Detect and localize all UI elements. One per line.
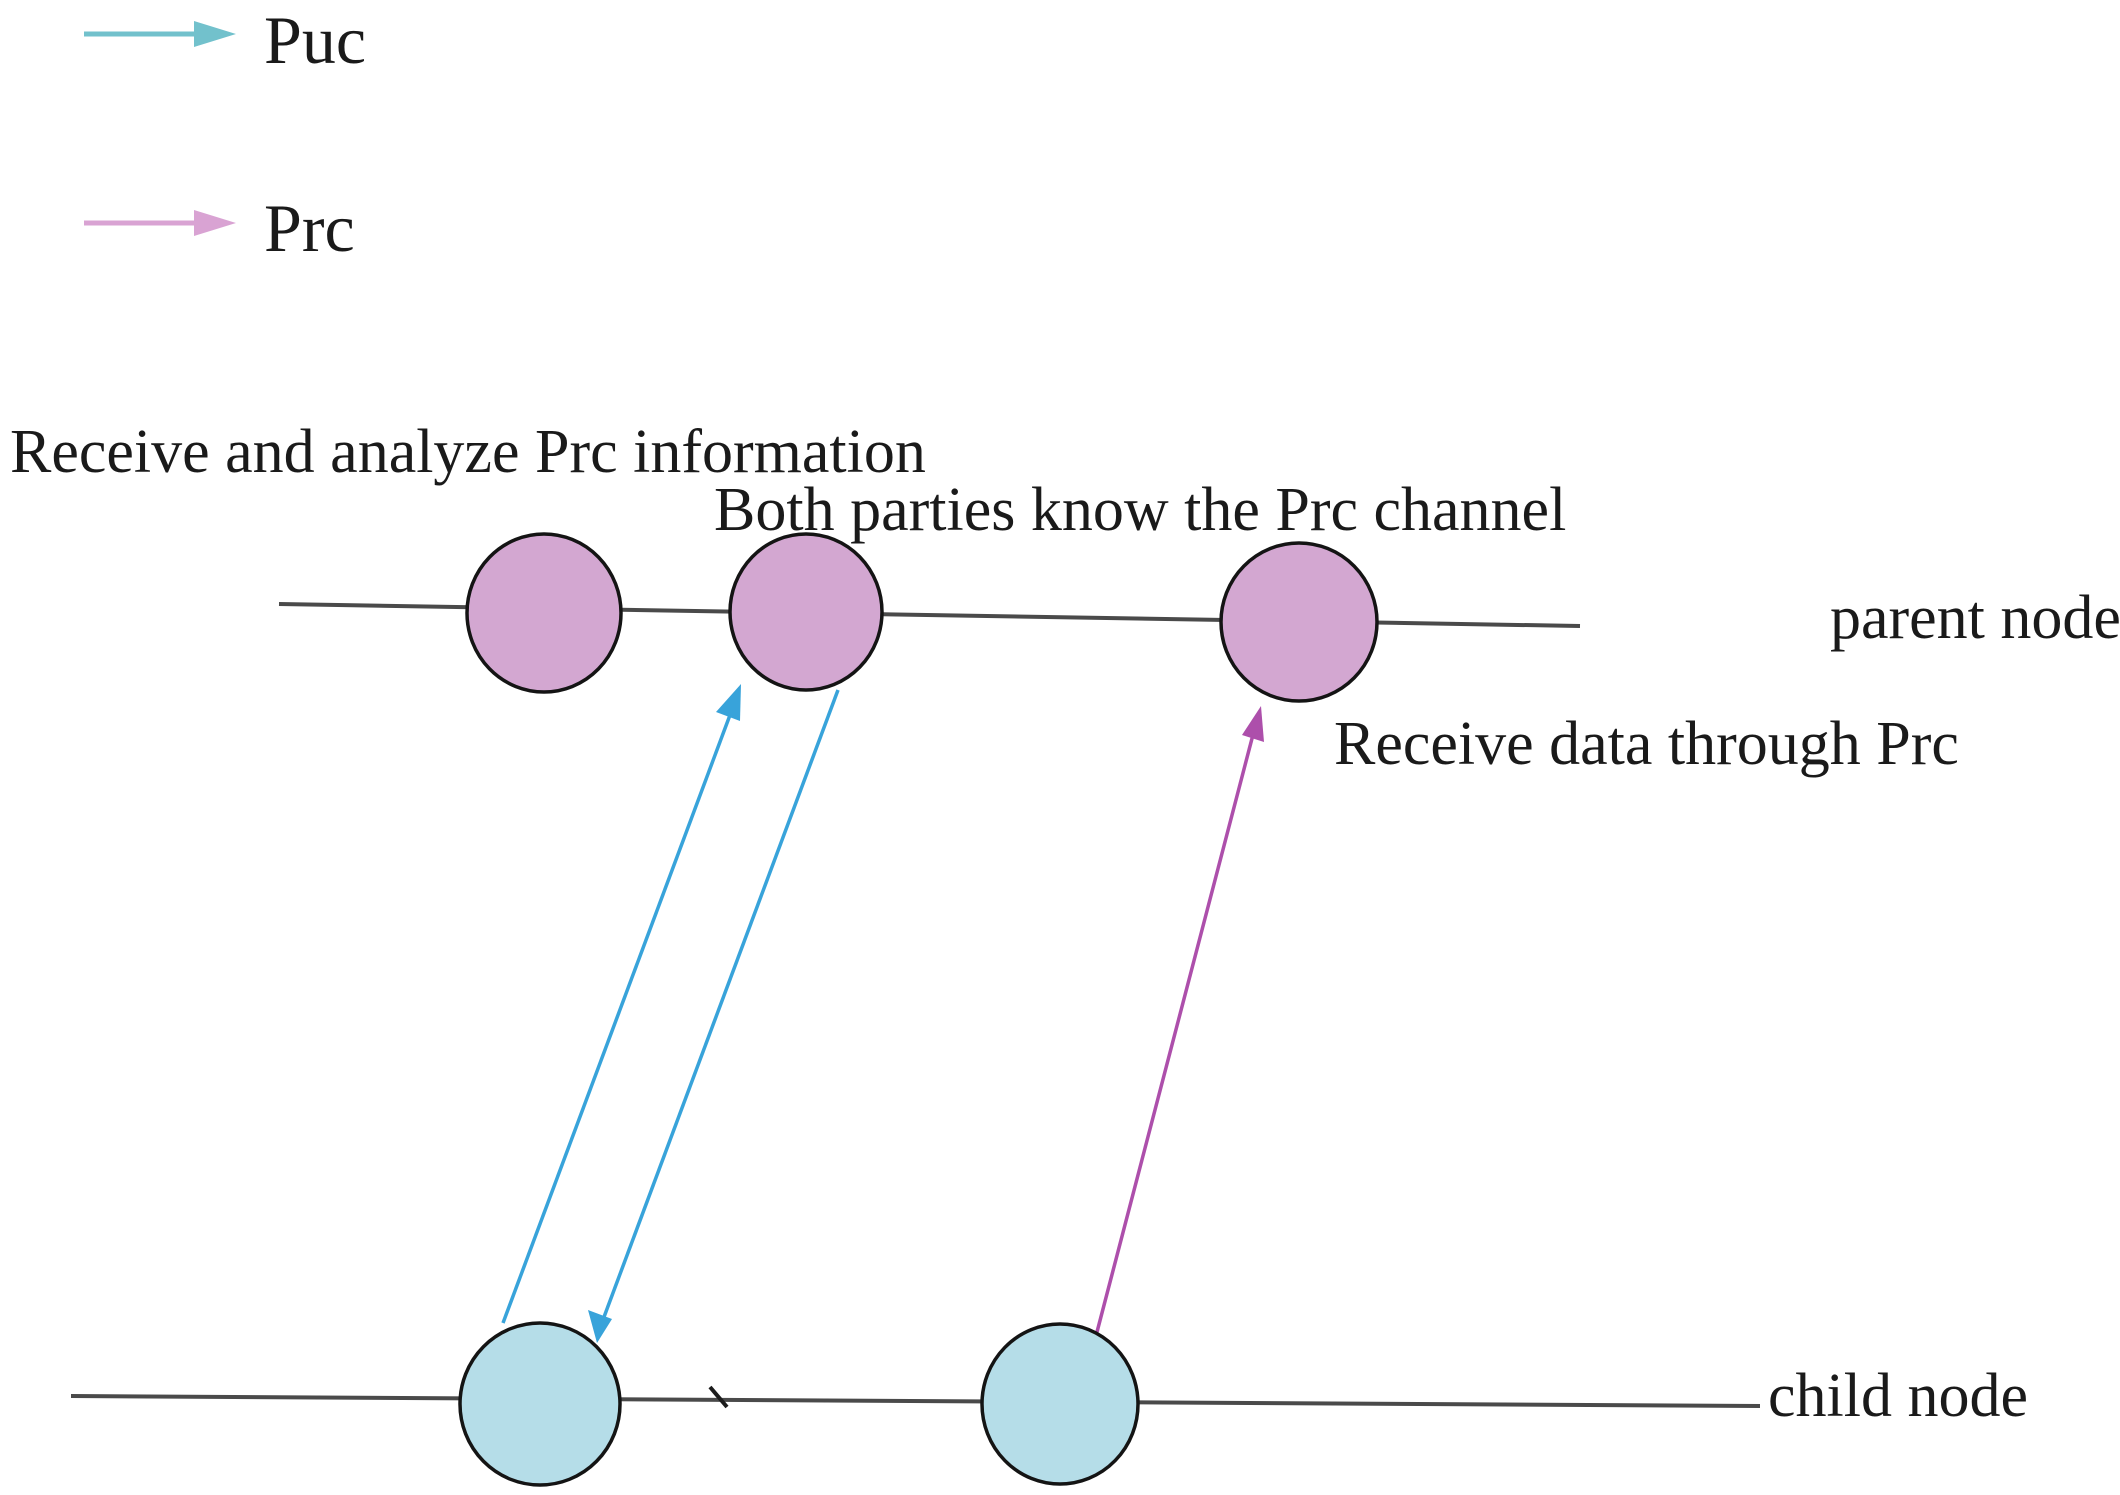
parent-lane-label: parent node bbox=[1830, 584, 2120, 652]
puc-up-arrow bbox=[501, 706, 735, 1324]
parent-node-circle-2 bbox=[728, 532, 884, 692]
legend-prc-label: Prc bbox=[264, 190, 355, 266]
puc-down-arrowhead-icon bbox=[588, 1310, 612, 1343]
prc-arrow bbox=[1095, 726, 1257, 1333]
child-timeline bbox=[70, 1394, 1761, 1408]
annotation-receive-analyze: Receive and analyze Prc information bbox=[10, 418, 926, 486]
child-node-circle-1 bbox=[458, 1321, 622, 1487]
annotation-both-parties: Both parties know the Prc channel bbox=[714, 476, 1567, 544]
annotation-receive-data: Receive data through Prc bbox=[1334, 710, 1959, 778]
puc-up-arrowhead-icon bbox=[716, 684, 741, 721]
parent-node-circle-1 bbox=[465, 532, 623, 694]
child-node-circle-2 bbox=[980, 1322, 1140, 1486]
parent-node-circle-3 bbox=[1219, 541, 1379, 703]
legend-puc-arrowhead-icon bbox=[194, 21, 236, 47]
legend-puc-label: Puc bbox=[264, 2, 366, 78]
legend-prc-arrowhead-icon bbox=[194, 210, 236, 236]
prc-arrowhead-icon bbox=[1242, 706, 1264, 742]
tick-mark bbox=[708, 1385, 729, 1409]
child-lane-label: child node bbox=[1768, 1362, 2028, 1430]
puc-down-arrow bbox=[602, 689, 840, 1318]
